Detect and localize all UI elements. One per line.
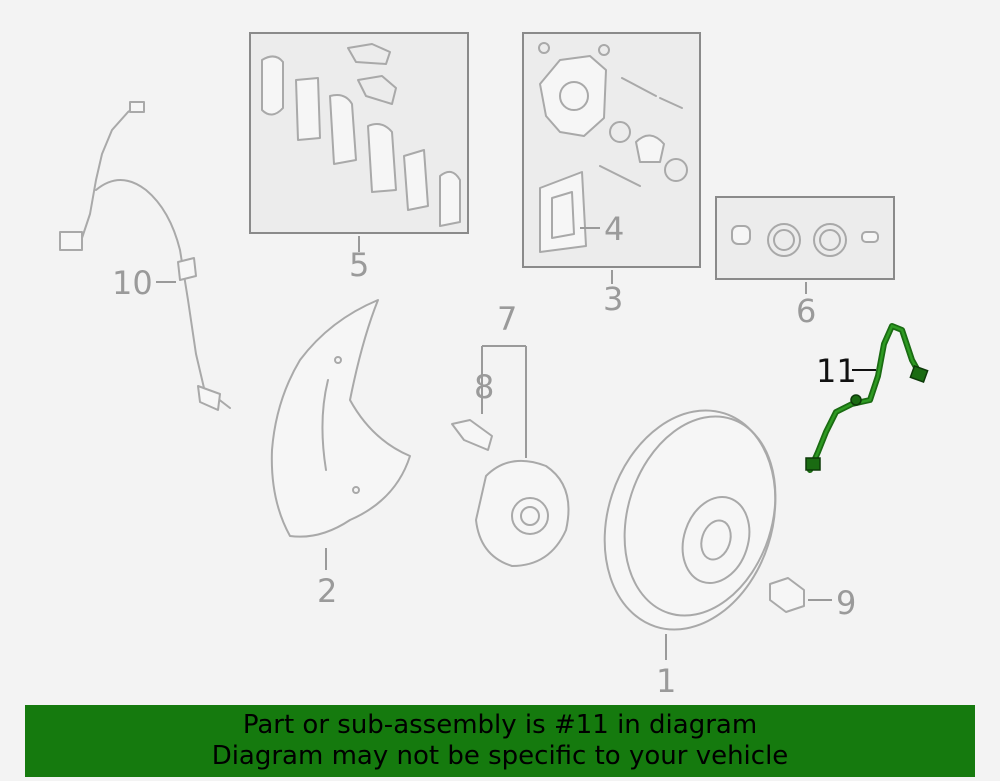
callout-1: 1 [656,662,676,700]
banner-line-1: Part or sub-assembly is #11 in diagram [242,710,758,740]
callout-6: 6 [796,292,816,330]
lug-nut-part[interactable] [769,577,805,613]
callout-10: 10 [112,264,153,302]
callout-3: 3 [603,280,623,318]
callout-11: 11 [816,352,857,390]
callout-5: 5 [349,246,369,284]
info-banner: Part or sub-assembly is #11 in diagram D… [25,705,975,777]
brake-pad-kit-box [249,32,469,234]
brake-pad-kit-group[interactable] [249,32,469,234]
caliper-assembly-group[interactable] [522,32,701,268]
brake-rotor-part[interactable] [577,388,802,652]
parts-diagram: 5 4 3 6 10 [59,32,929,700]
callout-4: 4 [604,210,624,248]
caliper-repair-kit-group[interactable] [715,196,895,280]
callout-8: 8 [474,368,494,406]
abs-sensor-highlighted-part[interactable] [805,323,929,473]
callout-9: 9 [836,584,856,622]
dust-shield-part[interactable] [270,299,411,538]
wheel-stud-part[interactable] [451,419,493,451]
abs-sensor-left-part[interactable] [59,101,231,411]
banner-line-2: Diagram may not be specific to your vehi… [211,741,789,771]
callout-7: 7 [497,300,517,338]
callout-2: 2 [317,572,337,610]
hub-bearing-part[interactable] [475,459,570,567]
